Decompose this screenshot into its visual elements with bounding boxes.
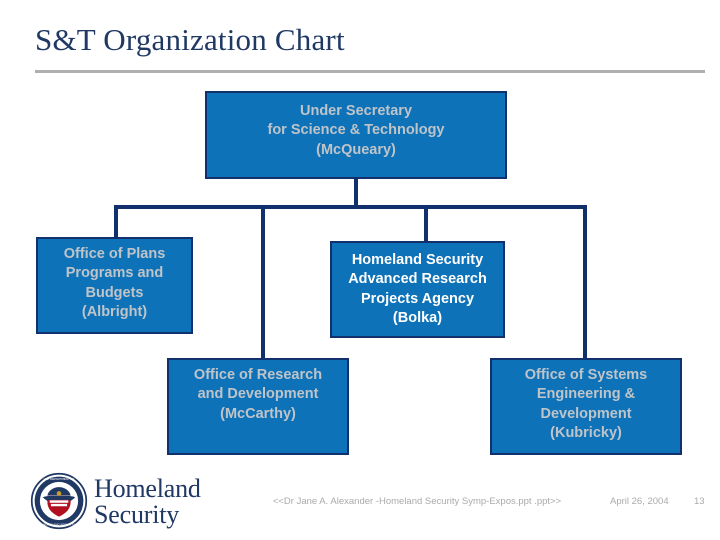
footer-page-number: 13 bbox=[694, 496, 705, 507]
org-node-under-secretary: Under Secretary for Science & Technology… bbox=[205, 91, 507, 179]
connector-to-systems-engineering bbox=[583, 205, 587, 360]
svg-text:HOMELAND SECURITY: HOMELAND SECURITY bbox=[43, 522, 75, 526]
page-title: S&T Organization Chart bbox=[35, 22, 345, 57]
homeland-security-wordmark: Homeland Security bbox=[94, 476, 201, 528]
connector-to-plans bbox=[114, 205, 118, 239]
dhs-seal-icon: U.S. DEPARTMENT OF HOMELAND SECURITY bbox=[30, 472, 88, 530]
org-node-hsarpa: Homeland Security Advanced Research Proj… bbox=[330, 241, 505, 338]
org-node-office-of-plans-programs-budgets: Office of Plans Programs and Budgets (Al… bbox=[36, 237, 193, 334]
org-node-office-of-research-and-development: Office of Research and Development (McCa… bbox=[167, 358, 349, 455]
connector-to-research-development bbox=[261, 205, 265, 360]
org-node-office-of-systems-engineering-development: Office of Systems Engineering & Developm… bbox=[490, 358, 682, 455]
footer-date: April 26, 2004 bbox=[610, 496, 669, 507]
wordmark-line-2: Security bbox=[94, 500, 180, 529]
footer-filename: <<Dr Jane A. Alexander -Homeland Securit… bbox=[272, 496, 562, 507]
title-divider bbox=[35, 70, 705, 73]
svg-text:U.S. DEPARTMENT OF: U.S. DEPARTMENT OF bbox=[44, 477, 75, 481]
connector-horizontal-bus bbox=[114, 205, 587, 209]
connector-undersecretary-stub bbox=[354, 179, 358, 207]
wordmark-line-1: Homeland bbox=[94, 474, 201, 503]
connector-to-hsarpa bbox=[424, 205, 428, 243]
